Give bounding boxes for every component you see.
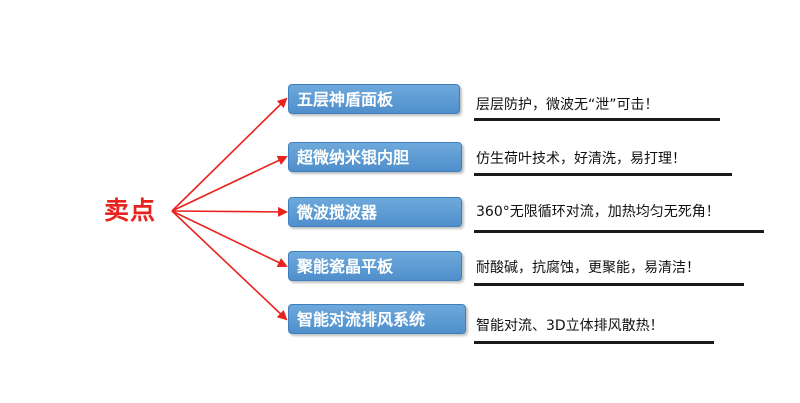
feature-underline-4 [474,341,714,344]
feature-box-2: 微波搅波器 [288,197,462,227]
feature-desc-0: 层层防护，微波无“泄”可击！ [476,97,659,113]
feature-desc-3: 耐酸碱，抗腐蚀，更聚能，易清洁！ [476,260,700,276]
arrow-2 [171,206,288,217]
feature-underline-3 [474,283,744,286]
root-label: 卖点 [104,196,157,225]
feature-box-3: 聚能瓷晶平板 [288,251,462,281]
feature-underline-2 [474,230,764,233]
arrow-0 [171,97,288,212]
arrow-3 [171,210,288,268]
feature-box-0: 五层神盾面板 [288,84,460,114]
feature-desc-2: 360°无限循环对流，加热均匀无死角！ [476,204,720,220]
feature-box-4: 智能对流排风系统 [288,304,466,334]
arrow-4 [171,210,288,321]
feature-box-1: 超微纳米银内胆 [288,142,462,172]
feature-underline-1 [474,173,732,176]
feature-desc-4: 智能对流、3D立体排风散热！ [476,318,664,334]
arrow-1 [171,155,288,212]
feature-underline-0 [474,118,720,121]
feature-desc-1: 仿生荷叶技术，好清洗，易打理！ [476,151,686,167]
